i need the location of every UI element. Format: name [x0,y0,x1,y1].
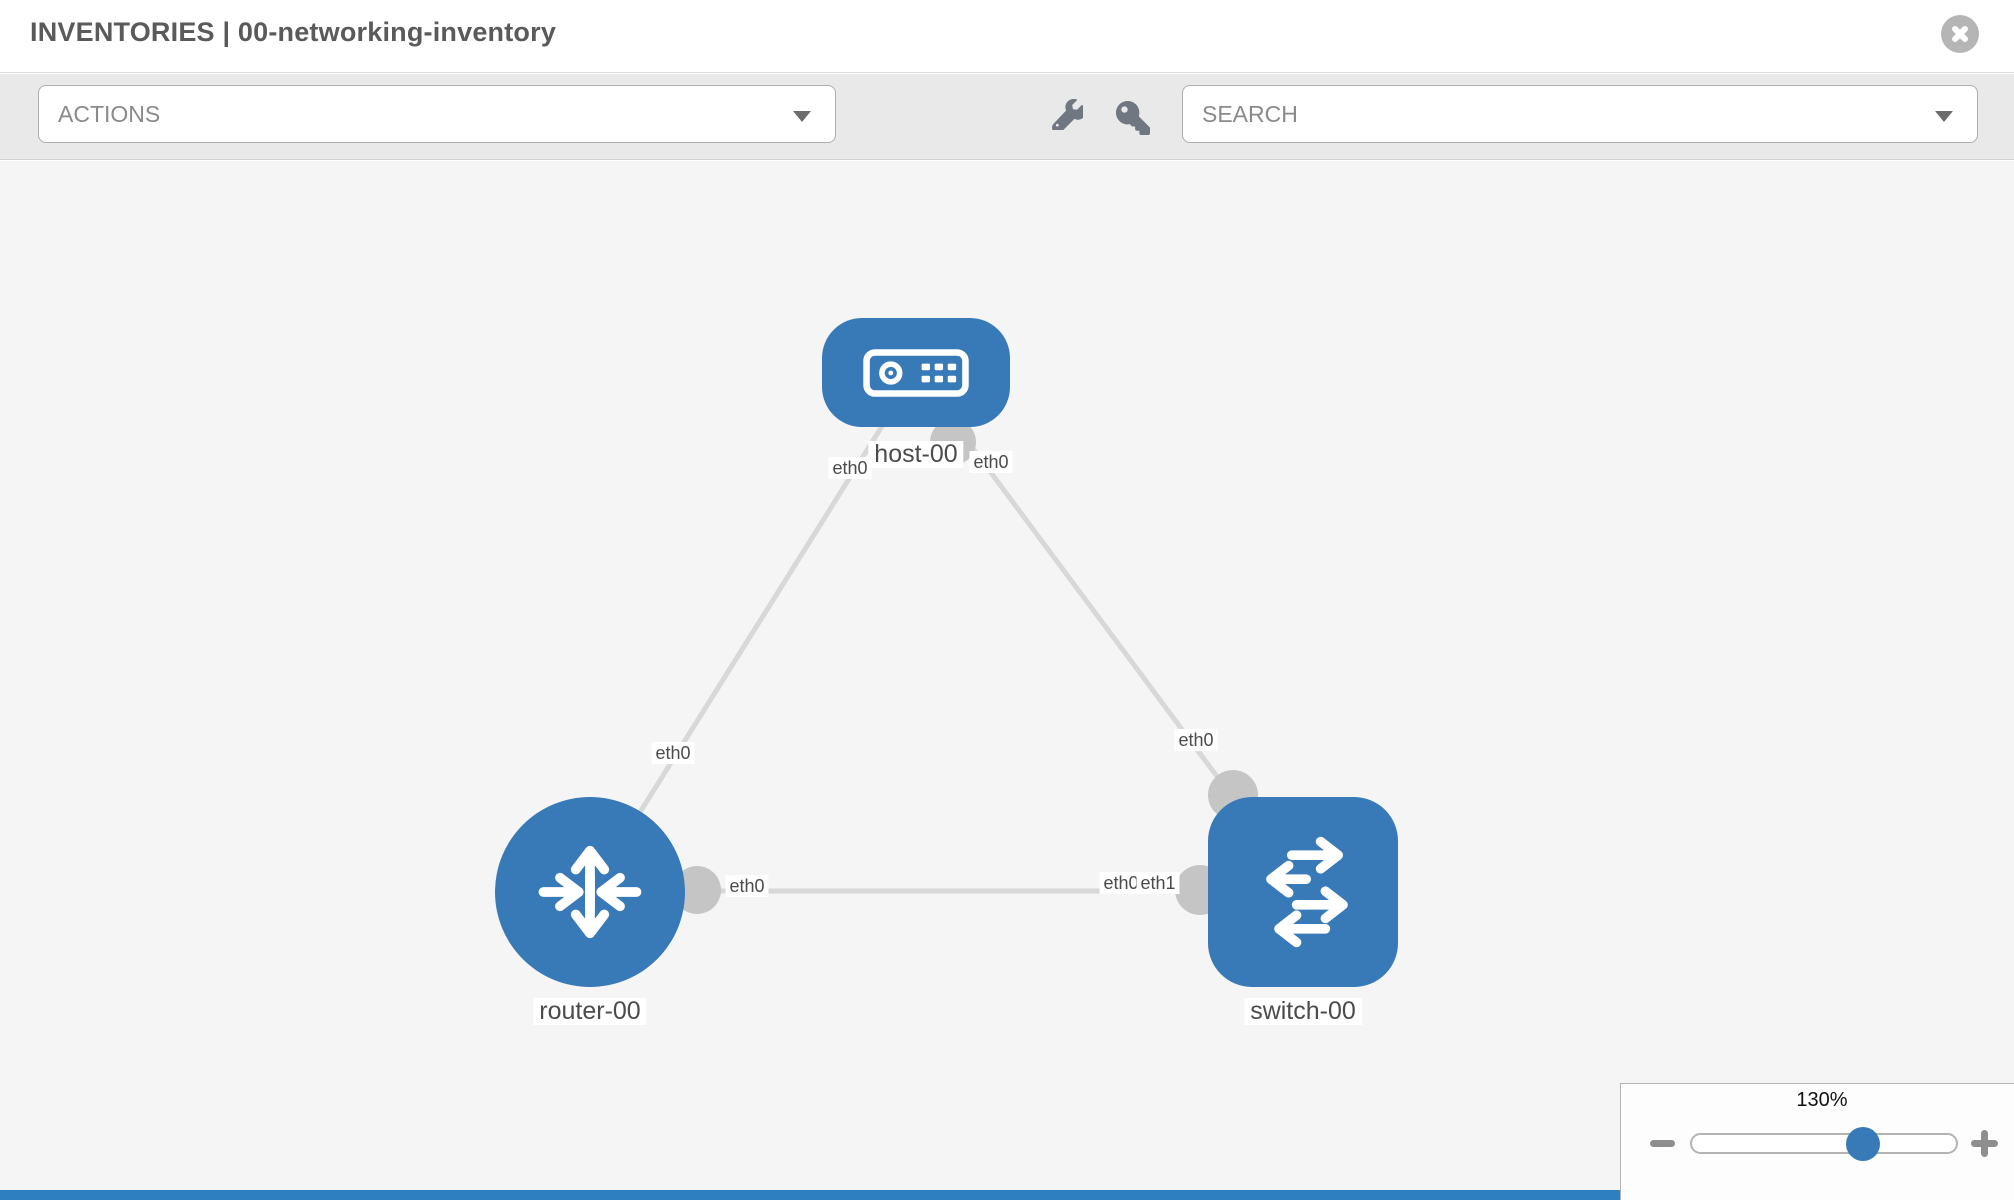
iface-label-switch-left-eth0: eth0 [1099,872,1143,894]
chevron-down-icon [793,111,811,122]
chevron-down-icon [1935,111,1953,122]
wrench-icon[interactable] [1052,99,1083,130]
plus-icon [1981,1130,1988,1157]
zoom-out-button[interactable] [1650,1140,1675,1147]
zoom-level: 130% [1796,1089,1848,1111]
search-dropdown[interactable]: SEARCH [1182,85,1978,143]
node-label-switch: switch-00 [1244,998,1362,1025]
zoom-in-button[interactable] [1971,1130,1998,1157]
topology-canvas[interactable] [0,161,2014,1200]
iface-label-switch-top: eth0 [1174,729,1218,751]
actions-dropdown-label: ACTIONS [58,101,161,127]
iface-label-router-top: eth0 [651,742,695,764]
bottom-bar [0,1190,1621,1200]
iface-label-host-right: eth0 [969,451,1013,473]
close-button[interactable] [1941,15,1979,53]
actions-dropdown[interactable]: ACTIONS [38,85,836,143]
page-title: INVENTORIES | 00-networking-inventory [30,17,557,47]
zoom-slider-thumb[interactable] [1846,1127,1880,1161]
node-router-00[interactable] [495,797,685,987]
zoom-slider[interactable] [1690,1133,1958,1154]
iface-label-switch-left-eth1: eth1 [1136,872,1180,894]
header: INVENTORIES | 00-networking-inventory [0,0,2014,73]
node-label-router: router-00 [533,998,647,1025]
node-label-host: host-00 [868,441,964,468]
iface-label-router-right: eth0 [725,875,769,897]
server-icon [863,348,969,397]
key-icon[interactable] [1116,101,1150,135]
node-switch-00[interactable] [1208,797,1398,987]
node-host-00[interactable] [822,318,1010,427]
iface-label-host-left: eth0 [828,457,872,479]
toolbar: ACTIONS SEARCH [0,74,2014,160]
router-arrows-icon [538,845,642,939]
search-placeholder: SEARCH [1202,101,1298,127]
switch-arrows-icon [1266,836,1348,948]
